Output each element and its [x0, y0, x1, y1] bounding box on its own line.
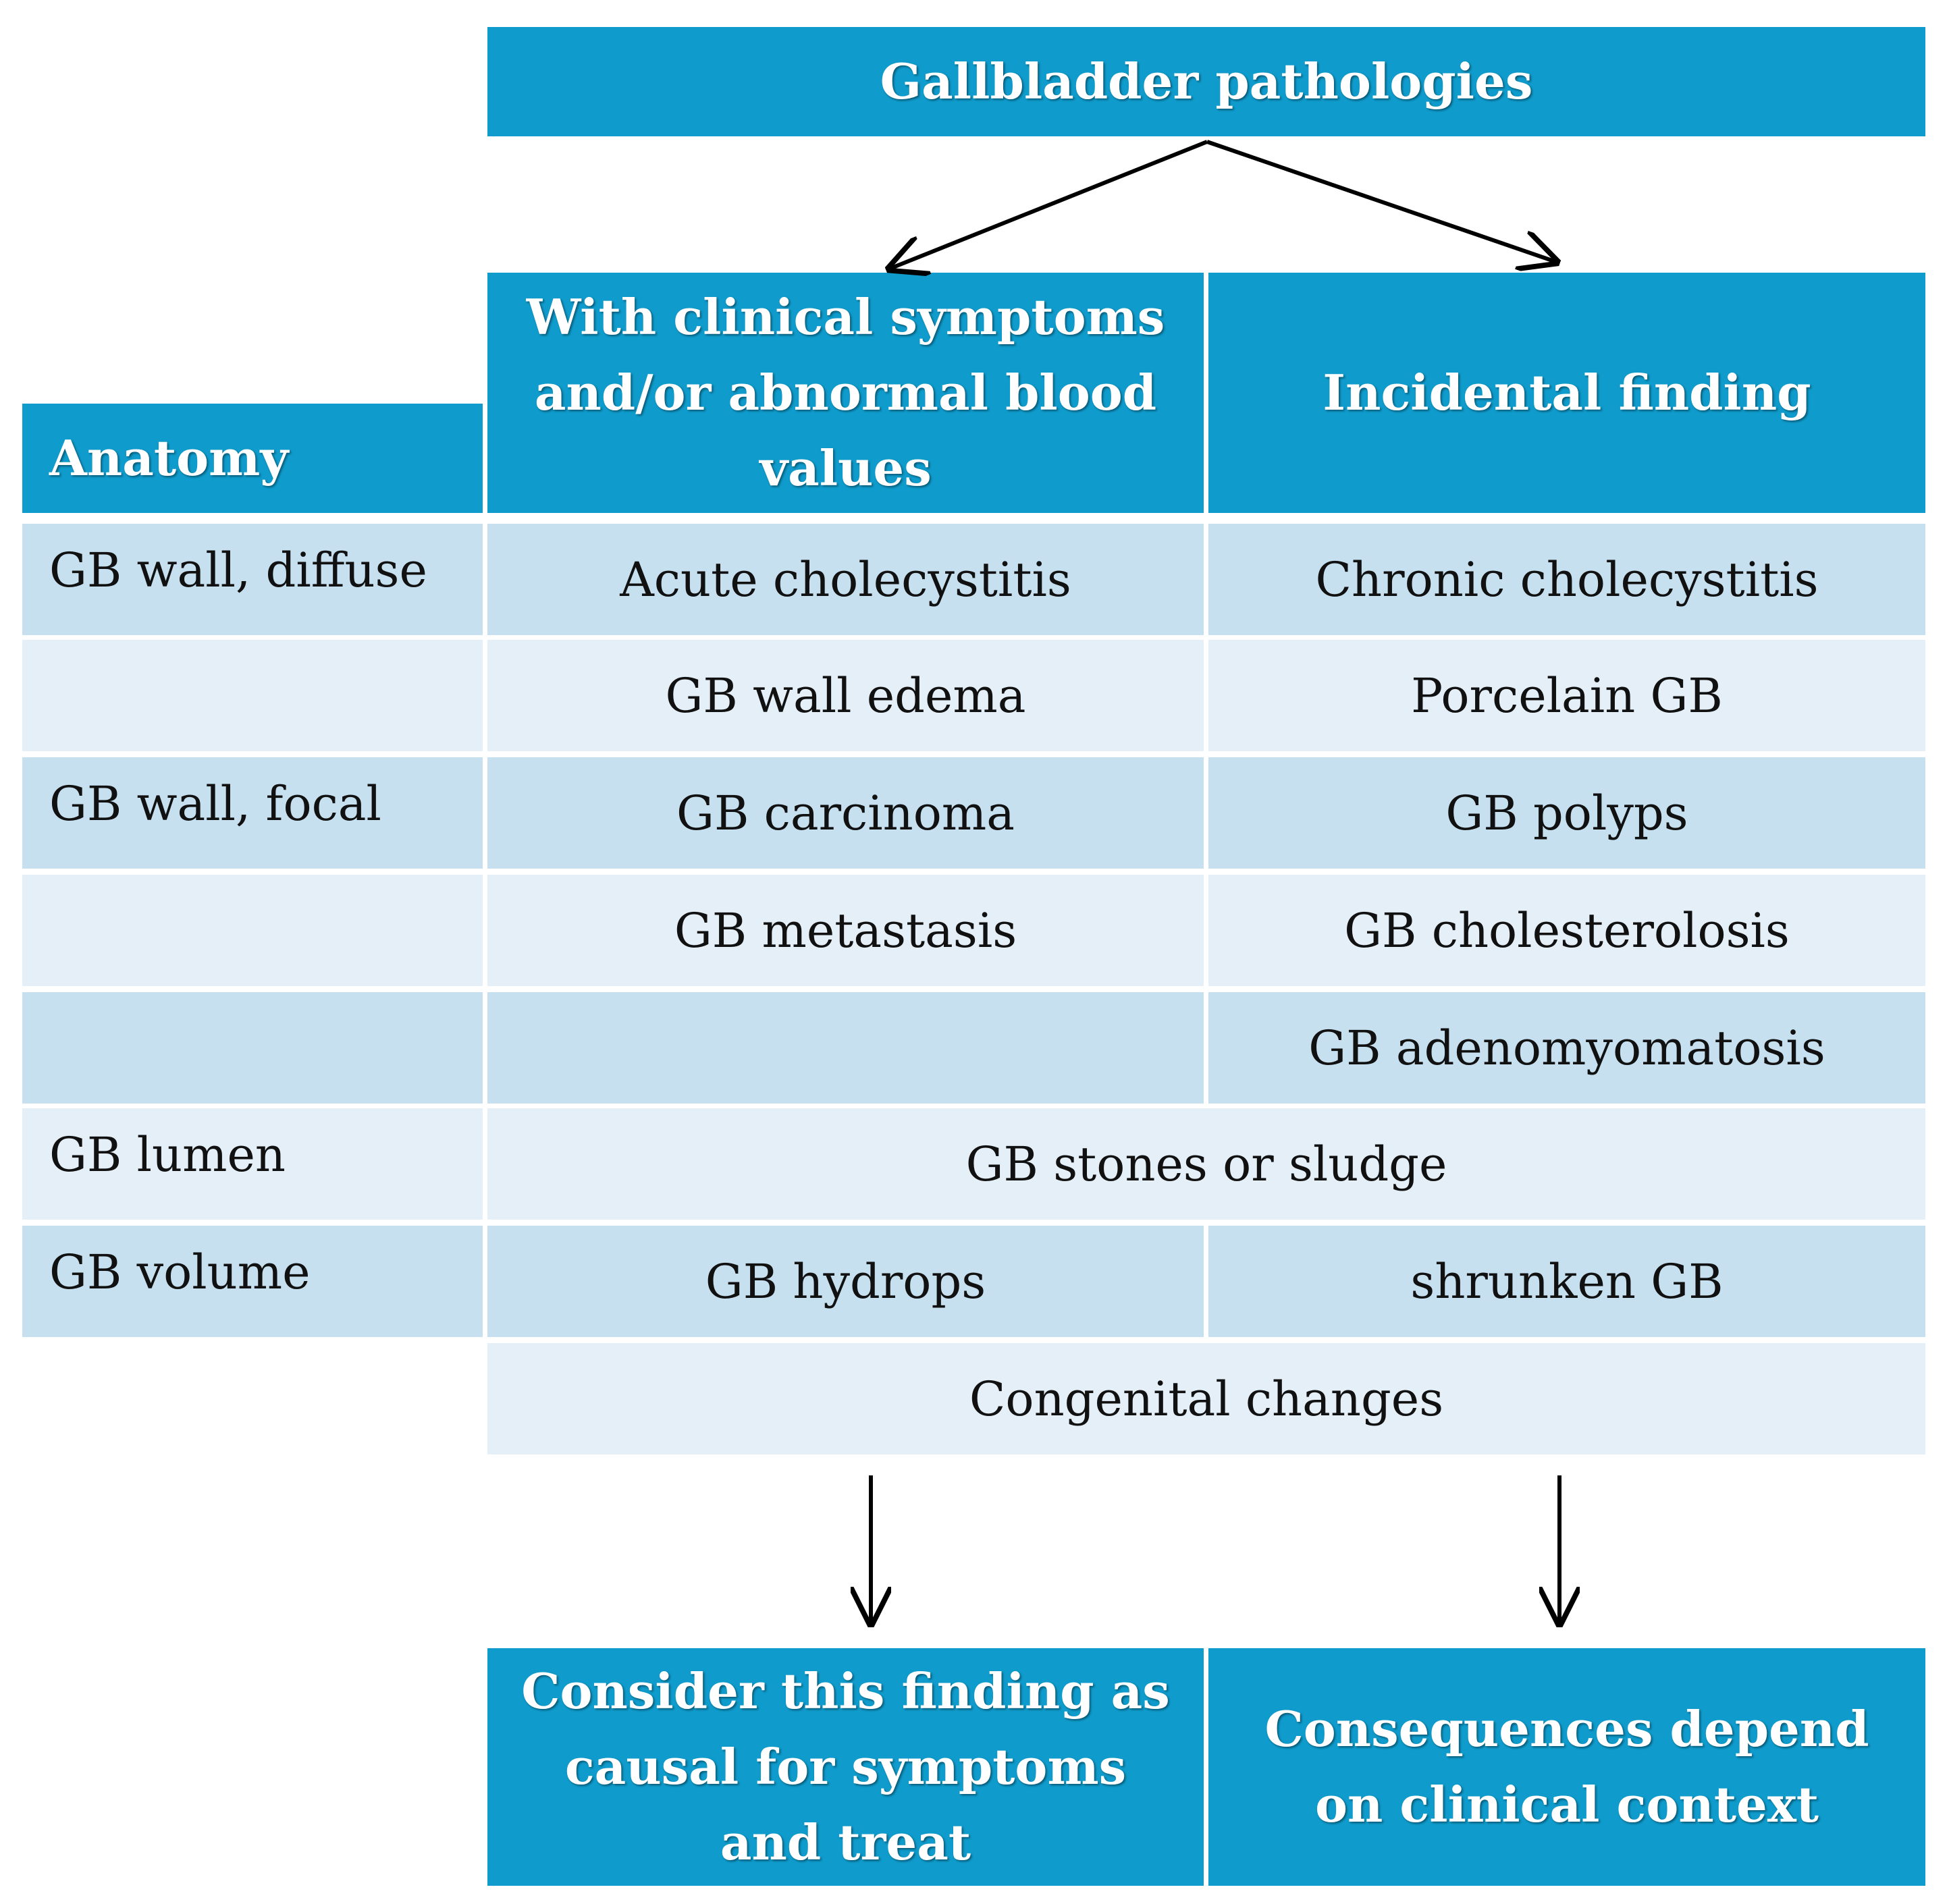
incidental-column-header: Incidental finding	[1208, 273, 1925, 513]
arrow-to-symptomatic	[890, 140, 1208, 269]
symptomatic-finding: GB metastasis	[674, 902, 1017, 958]
symptomatic-outcome-box: Consider this finding as causal for symp…	[487, 1648, 1204, 1886]
shared-finding-cell: GB stones or sludge	[487, 1108, 1925, 1220]
symptomatic-finding: GB hydrops	[705, 1253, 986, 1309]
anatomy-label: GB lumen	[49, 1127, 286, 1182]
incidental-cell: GB polyps	[1208, 757, 1925, 869]
anatomy-cell: GB lumen	[22, 1108, 483, 1220]
incidental-finding: GB adenomyomatosis	[1308, 1020, 1825, 1076]
anatomy-label: GB wall, diffuse	[49, 543, 427, 598]
anatomy-cell	[22, 640, 483, 751]
incidental-cell: Porcelain GB	[1208, 640, 1925, 751]
shared-finding: GB stones or sludge	[965, 1136, 1447, 1192]
incidental-cell: GB adenomyomatosis	[1208, 992, 1925, 1104]
anatomy-cell	[22, 992, 483, 1104]
symptomatic-column-header: With clinical symptoms and/or abnormal b…	[487, 273, 1204, 513]
incidental-header-text: Incidental finding	[1323, 364, 1811, 421]
symptomatic-cell: Acute cholecystitis	[487, 524, 1204, 635]
diagram-title-text: Gallbladder pathologies	[880, 53, 1533, 110]
anatomy-label: GB wall, focal	[49, 776, 381, 832]
symptomatic-cell: GB metastasis	[487, 875, 1204, 986]
incidental-cell: shrunken GB	[1208, 1226, 1925, 1337]
symptomatic-header-text: With clinical symptoms and/or abnormal b…	[526, 288, 1165, 497]
incidental-outcome-text: Consequences depend on clinical context	[1264, 1700, 1869, 1833]
symptomatic-finding: GB wall edema	[665, 668, 1026, 724]
anatomy-cell: GB wall, focal	[22, 757, 483, 869]
anatomy-cell: GB volume	[22, 1226, 483, 1337]
incidental-finding: shrunken GB	[1410, 1253, 1724, 1309]
arrow-to-incidental	[1206, 140, 1556, 262]
symptomatic-cell: GB wall edema	[487, 640, 1204, 751]
diagram-title: Gallbladder pathologies	[487, 27, 1925, 136]
symptomatic-cell	[487, 992, 1204, 1104]
symptomatic-outcome-text: Consider this finding as causal for symp…	[521, 1662, 1170, 1871]
anatomy-column-header: Anatomy	[22, 404, 483, 513]
symptomatic-finding: GB carcinoma	[676, 785, 1015, 841]
incidental-finding: Porcelain GB	[1411, 668, 1723, 724]
symptomatic-cell: GB carcinoma	[487, 757, 1204, 869]
incidental-outcome-box: Consequences depend on clinical context	[1208, 1648, 1925, 1886]
incidental-cell: Chronic cholecystitis	[1208, 524, 1925, 635]
incidental-finding: Chronic cholecystitis	[1315, 551, 1819, 607]
anatomy-cell: GB wall, diffuse	[22, 524, 483, 635]
anatomy-label: GB volume	[49, 1245, 311, 1300]
incidental-finding: GB cholesterolosis	[1344, 902, 1790, 958]
anatomy-header-text: Anatomy	[49, 429, 289, 487]
incidental-cell: GB cholesterolosis	[1208, 875, 1925, 986]
shared-finding: Congenital changes	[969, 1371, 1444, 1427]
symptomatic-finding: Acute cholecystitis	[620, 551, 1071, 607]
incidental-finding: GB polyps	[1445, 785, 1688, 841]
anatomy-cell	[22, 875, 483, 986]
symptomatic-cell: GB hydrops	[487, 1226, 1204, 1337]
shared-finding-cell: Congenital changes	[487, 1343, 1925, 1454]
